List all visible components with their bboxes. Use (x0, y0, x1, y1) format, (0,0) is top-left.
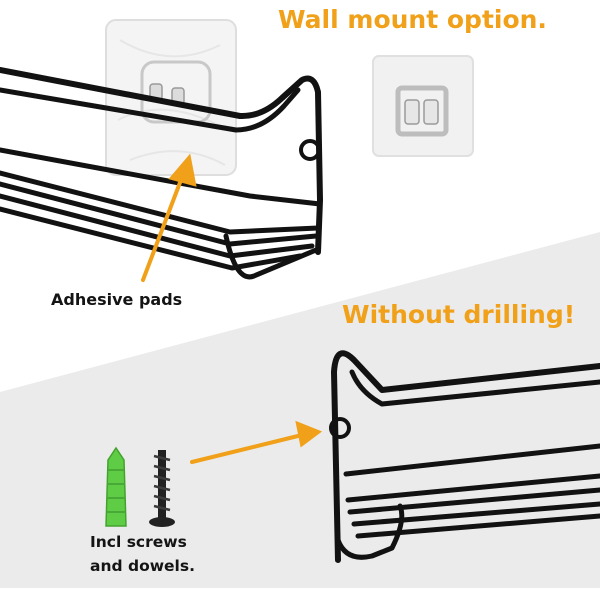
arrow-icon (141, 153, 197, 282)
spice-rack-upper-icon (0, 67, 323, 280)
adhesive-pad-small-icon (372, 55, 474, 157)
screws-dowels-label: Incl screws and dowels. (90, 533, 195, 575)
without-drilling-heading: Without drilling! (342, 300, 576, 329)
spice-rack-lower-icon (329, 350, 600, 563)
adhesive-pads-label: Adhesive pads (51, 290, 183, 309)
lower-background (0, 232, 600, 588)
arrow-icon (190, 420, 323, 464)
screw-icon (149, 450, 175, 527)
wall-mount-heading: Wall mount option. (278, 5, 547, 34)
adhesive-pad-large-icon (105, 19, 237, 176)
wall-plug-icon (105, 446, 127, 527)
